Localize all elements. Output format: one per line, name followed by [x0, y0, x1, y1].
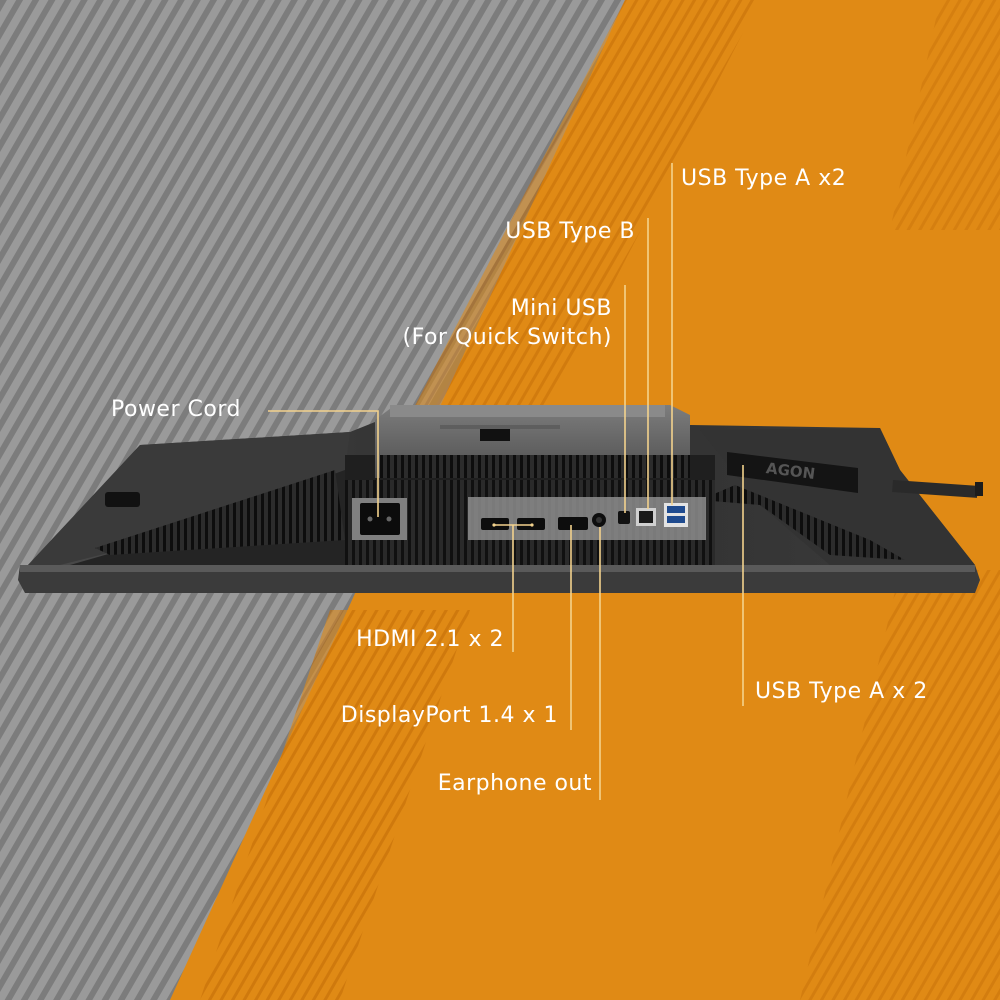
label-mini-usb-line2: (For Quick Switch): [402, 325, 612, 350]
brand-logo-plate: [727, 452, 858, 493]
monitor-rear-view: AGON: [18, 405, 983, 593]
label-usb-type-a-side: USB Type A x 2: [755, 679, 928, 704]
orange-stripe-band-right: [800, 570, 1000, 1000]
callout-dot-hdmi-2: [530, 523, 534, 527]
vents-right: [700, 485, 905, 560]
label-mini-usb-line1: Mini USB: [510, 296, 612, 321]
callout-line-power: [268, 410, 379, 517]
callout-dot-hdmi-1: [492, 523, 496, 527]
orange-stripe-band-bottom: [200, 610, 470, 1000]
label-power-cord: Power Cord: [111, 397, 241, 422]
orange-stripe-band-upper-right: [890, 0, 1000, 230]
label-mini-usb: Mini USB (For Quick Switch): [403, 294, 612, 352]
label-usb-type-a-top: USB Type A x2: [681, 166, 847, 191]
vents-left: [95, 470, 345, 555]
displayport-port: [558, 517, 588, 530]
callout-lines: [268, 163, 744, 800]
label-hdmi: HDMI 2.1 x 2: [356, 627, 504, 652]
mini-usb-port: [618, 511, 630, 524]
label-earphone: Earphone out: [437, 771, 592, 796]
label-usb-type-b: USB Type B: [505, 219, 635, 244]
label-displayport: DisplayPort 1.4 x 1: [340, 703, 558, 728]
power-inlet: [360, 503, 400, 535]
brand-logo: AGON: [765, 459, 816, 483]
